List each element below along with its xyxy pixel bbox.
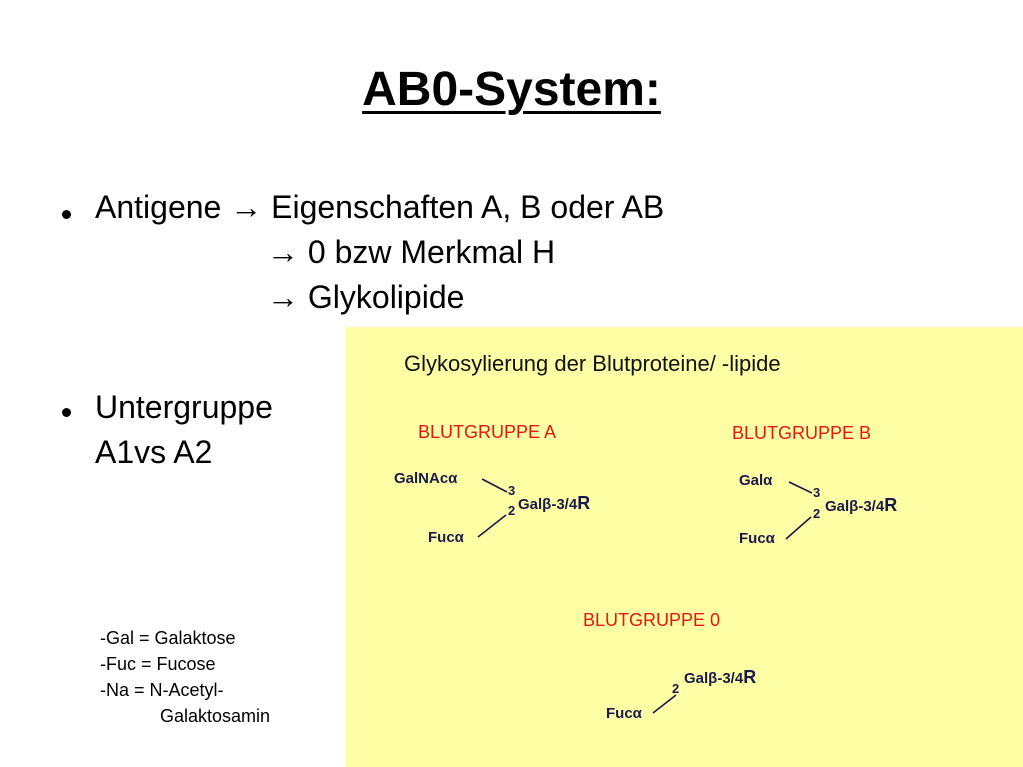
abbreviation-fuc: -Fuc = Fucose [100, 654, 216, 674]
bond-line [652, 694, 677, 714]
bullet-untergruppe-line-2: A1vs A2 [95, 434, 213, 470]
core-gal-beta: Galβ-3/4R [825, 495, 897, 515]
bullet-antigene-line-2: → 0 bzw Merkmal H [267, 234, 556, 270]
slide-title: AB0-System: [0, 62, 1023, 117]
core-gal-beta: Galβ-3/4R [684, 667, 756, 687]
bullet-antigene-line-3: → Glykolipide [267, 279, 465, 315]
sugar-gal-alpha: Galα [739, 472, 773, 489]
core-gal-beta-label: Galβ-3/4 [684, 670, 744, 687]
sugar-fuc-alpha: Fucα [428, 529, 465, 546]
link-number-3: 3 [813, 485, 820, 500]
core-gal-beta-label: Galβ-3/4 [518, 496, 578, 513]
core-gal-beta: Galβ-3/4R [518, 493, 590, 513]
bullet-untergruppe-line-1: Untergruppe [95, 389, 273, 425]
abbreviation-gal: -Gal = Galaktose [100, 628, 236, 648]
diagram-title: Glykosylierung der Blutproteine/ -lipide [404, 351, 781, 376]
link-number-2: 2 [672, 681, 679, 696]
bond-line [788, 481, 813, 494]
core-gal-beta-label: Galβ-3/4 [825, 498, 885, 515]
r-label: R [577, 493, 590, 513]
glycosylation-diagram: Glykosylierung der Blutproteine/ -lipide… [346, 327, 1023, 767]
heading-blutgruppe-0: BLUTGRUPPE 0 [583, 610, 720, 630]
bullet-dot [62, 210, 71, 219]
sugar-galnac-alpha: GalNAcα [394, 470, 458, 487]
bond-line [785, 516, 812, 540]
heading-blutgruppe-b: BLUTGRUPPE B [732, 423, 871, 443]
bond-line [477, 514, 507, 538]
slide-title-text: AB0-System: [362, 63, 661, 116]
bond-line [481, 478, 508, 493]
r-label: R [743, 667, 756, 687]
heading-blutgruppe-a: BLUTGRUPPE A [418, 422, 556, 442]
link-number-2: 2 [813, 506, 820, 521]
r-label: R [884, 495, 897, 515]
link-number-2: 2 [508, 503, 515, 518]
glycosylation-diagram-svg: Glykosylierung der Blutproteine/ -lipide… [394, 351, 897, 722]
abbreviation-na-cont: Galaktosamin [160, 706, 271, 726]
sugar-fuc-alpha: Fucα [739, 530, 776, 547]
bullet-dot [62, 408, 71, 417]
abbreviation-na: -Na = N-Acetyl- [100, 680, 224, 700]
link-number-3: 3 [508, 483, 515, 498]
sugar-fuc-alpha: Fucα [606, 705, 643, 722]
bullet-antigene-line-1: Antigene → Eigenschaften A, B oder AB [95, 189, 665, 225]
